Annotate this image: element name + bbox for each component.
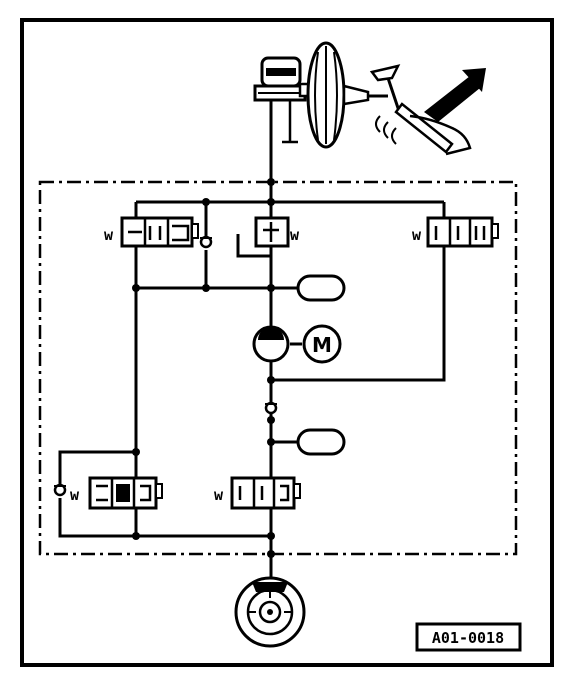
- svg-text:w: w: [104, 226, 114, 244]
- junction-dots: [132, 178, 275, 558]
- motor-icon: M: [302, 324, 342, 364]
- solenoid-valve-right: w: [412, 216, 499, 248]
- solenoid-valve-center: w: [254, 216, 300, 248]
- wheel-brake-icon: [234, 576, 306, 648]
- figure-reference-text: A01-0018: [432, 629, 504, 647]
- figure-reference-label: A01-0018: [415, 622, 522, 652]
- svg-text:w: w: [412, 226, 422, 244]
- hydraulic-unit-boundary: [38, 180, 518, 556]
- solenoid-valve-bottom-center: w: [214, 476, 301, 510]
- solenoid-valve-left: w: [104, 216, 199, 248]
- svg-text:w: w: [214, 486, 224, 504]
- foot-pedal-icon: [369, 64, 486, 156]
- pump-icon: [252, 325, 290, 363]
- brake-booster-icon: [306, 41, 388, 149]
- svg-text:w: w: [290, 226, 300, 244]
- svg-text:w: w: [70, 486, 80, 504]
- master-cylinder-icon: [253, 56, 314, 144]
- motor-symbol: M: [312, 333, 332, 357]
- check-valve-icon: [53, 235, 278, 497]
- outer-frame: [20, 18, 554, 667]
- accumulator-icon: [296, 274, 346, 456]
- solenoid-valve-bottom-left: w: [70, 476, 163, 510]
